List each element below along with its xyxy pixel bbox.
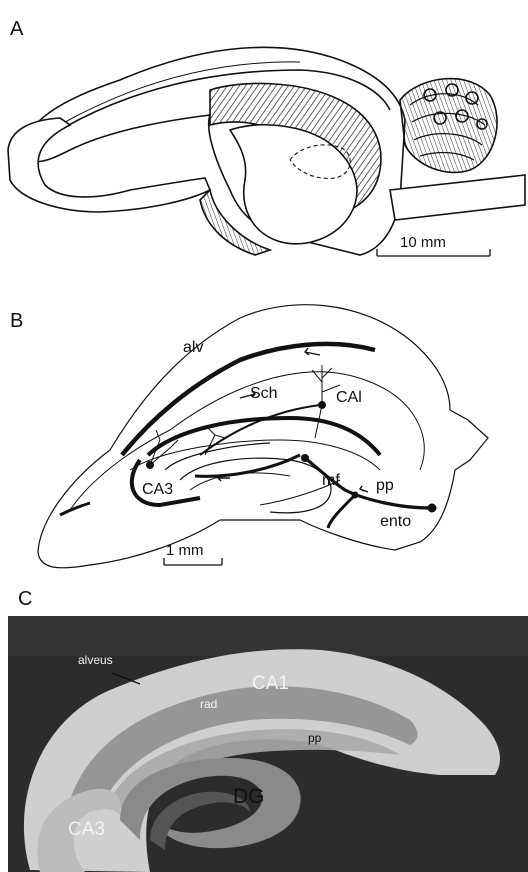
hippocampus-schematic <box>38 305 488 568</box>
brain-drawing <box>8 47 525 255</box>
label-dg: DG <box>233 785 265 808</box>
label-rad: rad <box>200 697 217 711</box>
scale-bar-a-label: 10 mm <box>400 234 446 251</box>
label-ca1-c: CA1 <box>252 673 289 694</box>
scale-bar-b <box>164 558 222 565</box>
cerebellum <box>400 79 497 173</box>
label-ca3-c: CA3 <box>68 819 105 840</box>
label-sch: Sch <box>250 385 278 402</box>
label-ca3-b: CA3 <box>142 481 173 498</box>
scale-bar-b-label: 1 mm <box>166 542 204 559</box>
label-alveus: alveus <box>78 653 113 667</box>
label-alv: alv <box>183 339 203 356</box>
label-mf: mf <box>322 472 340 489</box>
label-ento: ento <box>380 513 411 530</box>
label-pp: pp <box>376 477 394 494</box>
label-pp-c: pp <box>308 731 322 745</box>
label-ca1-b: CAl <box>336 389 362 406</box>
